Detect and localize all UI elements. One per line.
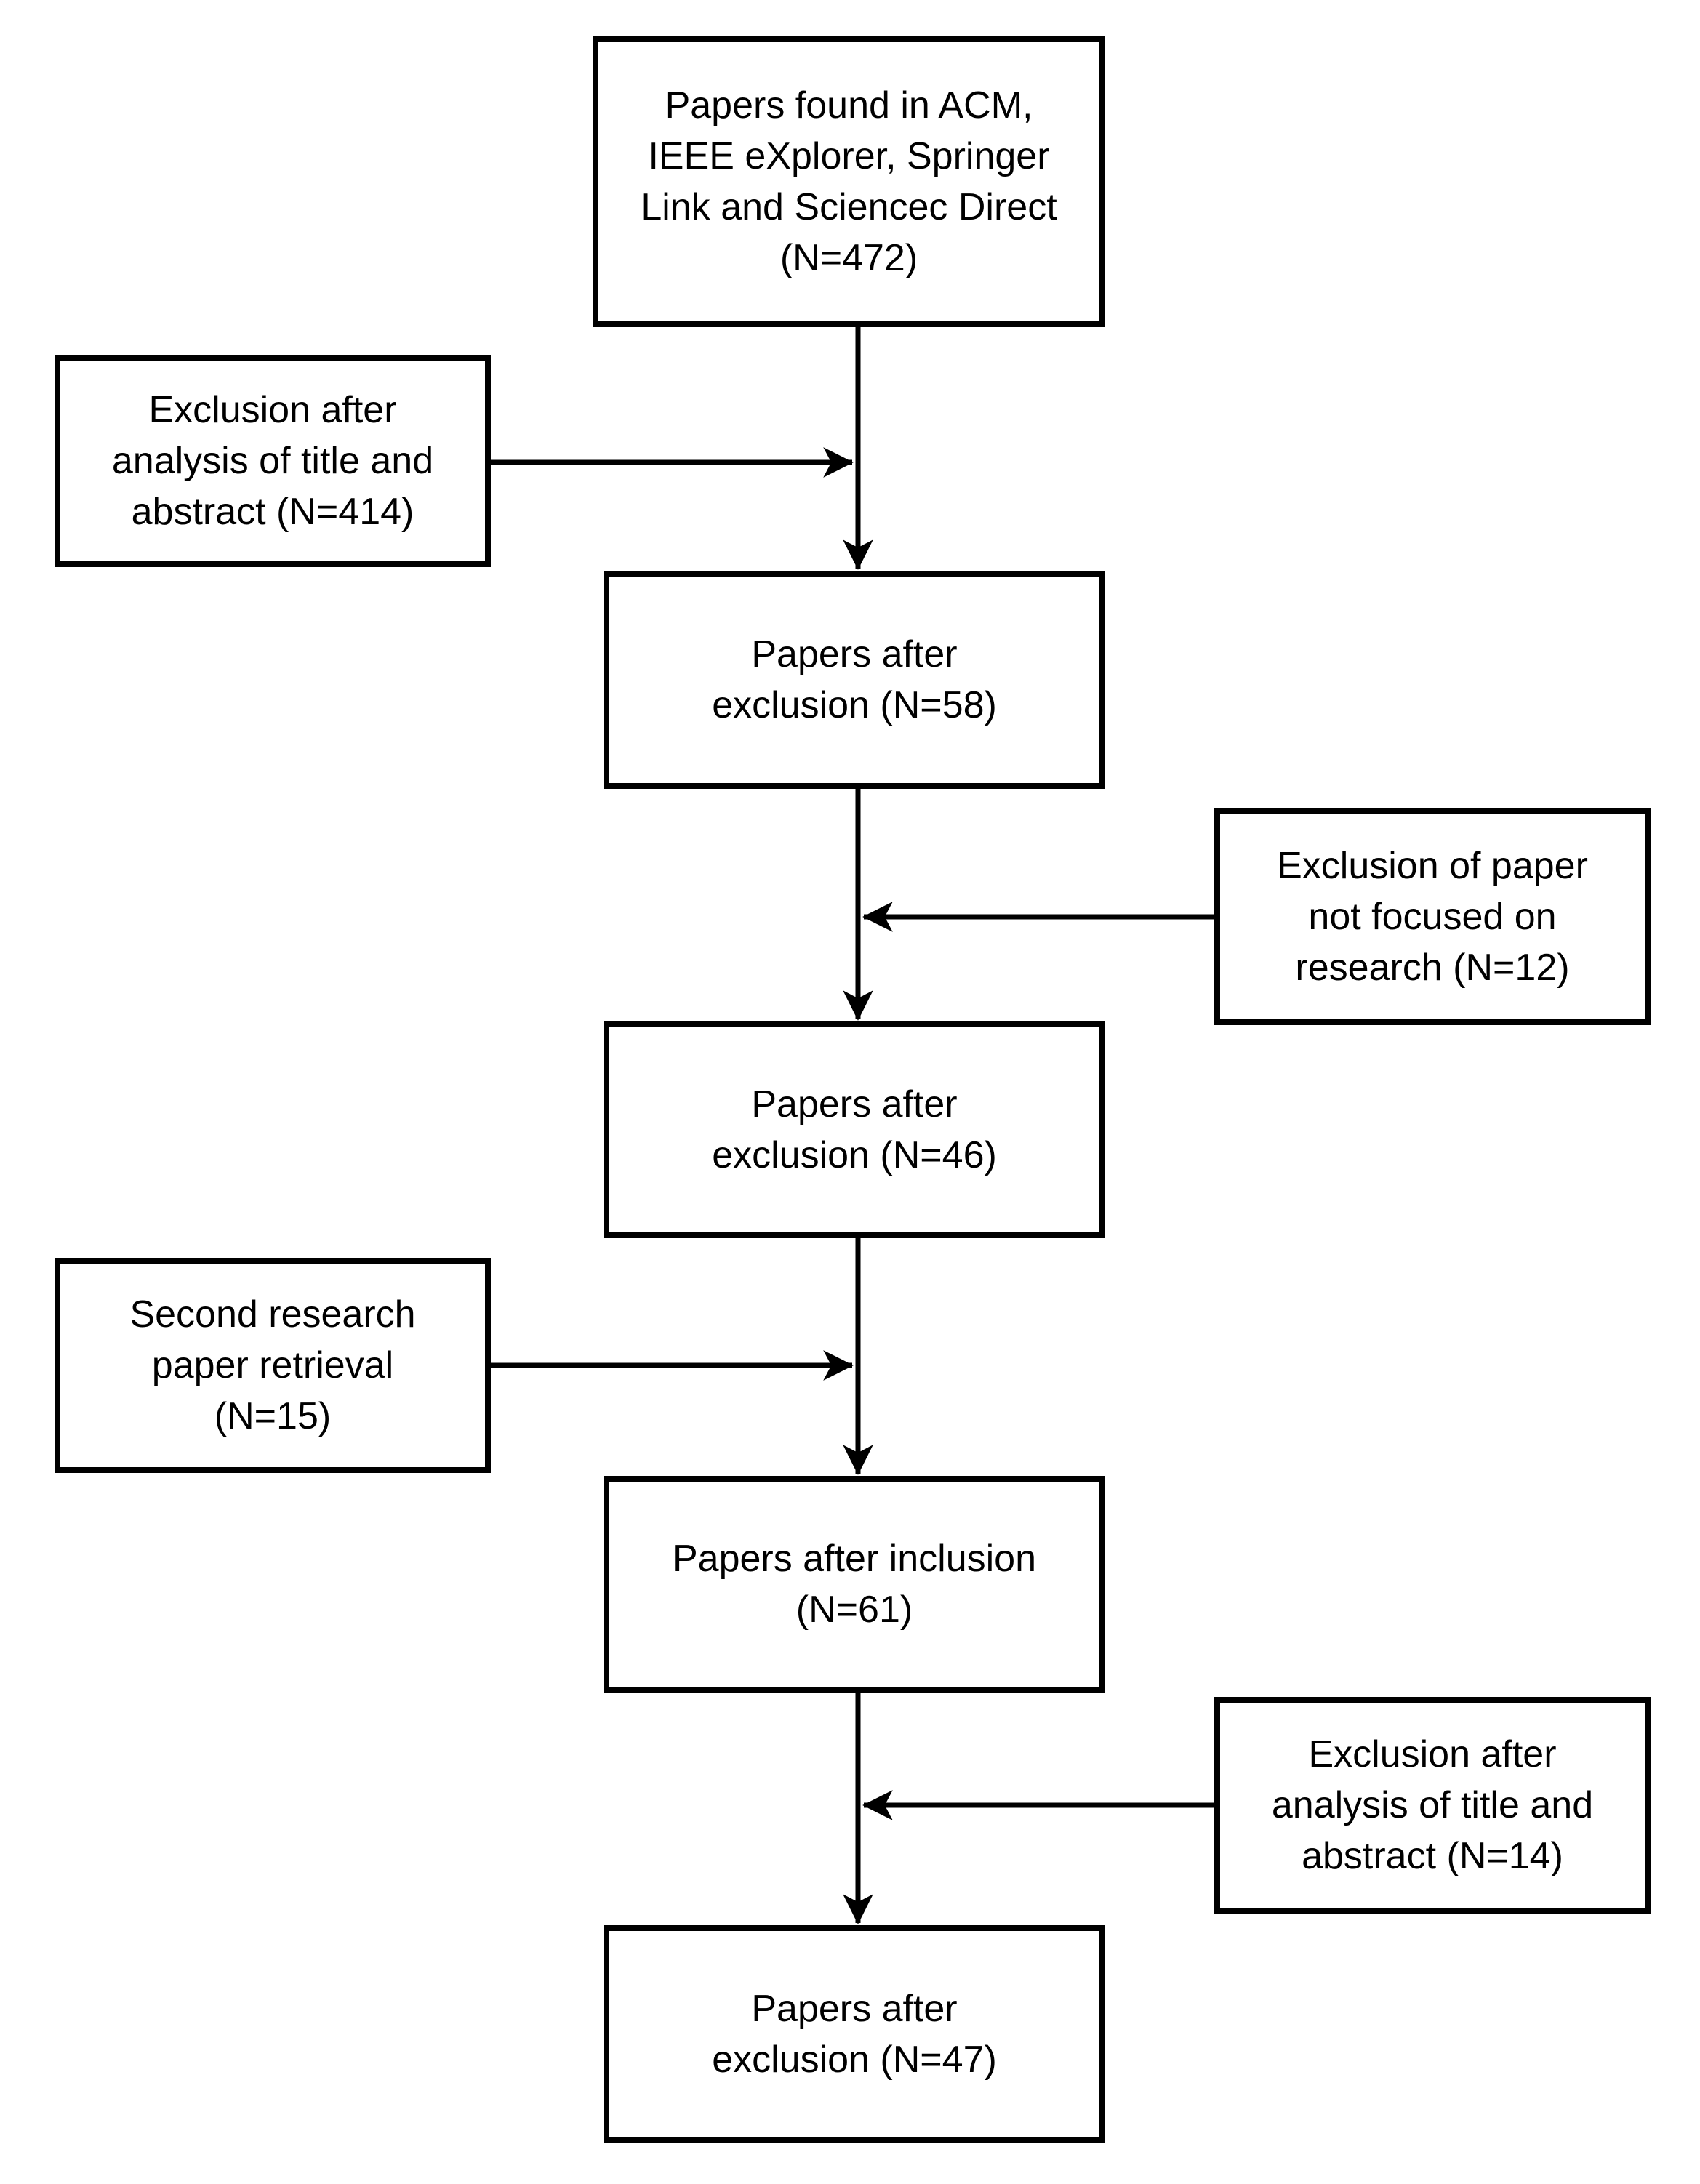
node-label: Papers found in ACM, IEEE eXplorer, Spri… [641, 84, 1057, 280]
node-papers-after-exclusion-47: Papers after exclusion (N=47) [604, 1925, 1105, 2143]
node-exclusion-title-abstract-14: Exclusion after analysis of title and ab… [1214, 1697, 1651, 1914]
node-label: Papers after exclusion (N=47) [712, 1987, 997, 2081]
node-label: Papers after inclusion (N=61) [672, 1537, 1037, 1631]
node-second-research-retrieval-15: Second research paper retrieval (N=15) [55, 1258, 491, 1473]
node-papers-after-inclusion-61: Papers after inclusion (N=61) [604, 1476, 1105, 1693]
node-label: Second research paper retrieval (N=15) [129, 1293, 416, 1438]
node-label: Exclusion after analysis of title and ab… [1271, 1733, 1594, 1878]
node-label: Papers after exclusion (N=58) [712, 633, 997, 726]
node-papers-found-source: Papers found in ACM, IEEE eXplorer, Spri… [593, 36, 1105, 327]
node-exclusion-title-abstract-414: Exclusion after analysis of title and ab… [55, 355, 491, 567]
node-papers-after-exclusion-58: Papers after exclusion (N=58) [604, 571, 1105, 789]
node-papers-after-exclusion-46: Papers after exclusion (N=46) [604, 1021, 1105, 1238]
node-label: Exclusion of paper not focused on resear… [1277, 844, 1588, 989]
node-exclusion-not-research-12: Exclusion of paper not focused on resear… [1214, 808, 1651, 1025]
node-label: Exclusion after analysis of title and ab… [111, 388, 434, 534]
node-label: Papers after exclusion (N=46) [712, 1083, 997, 1176]
